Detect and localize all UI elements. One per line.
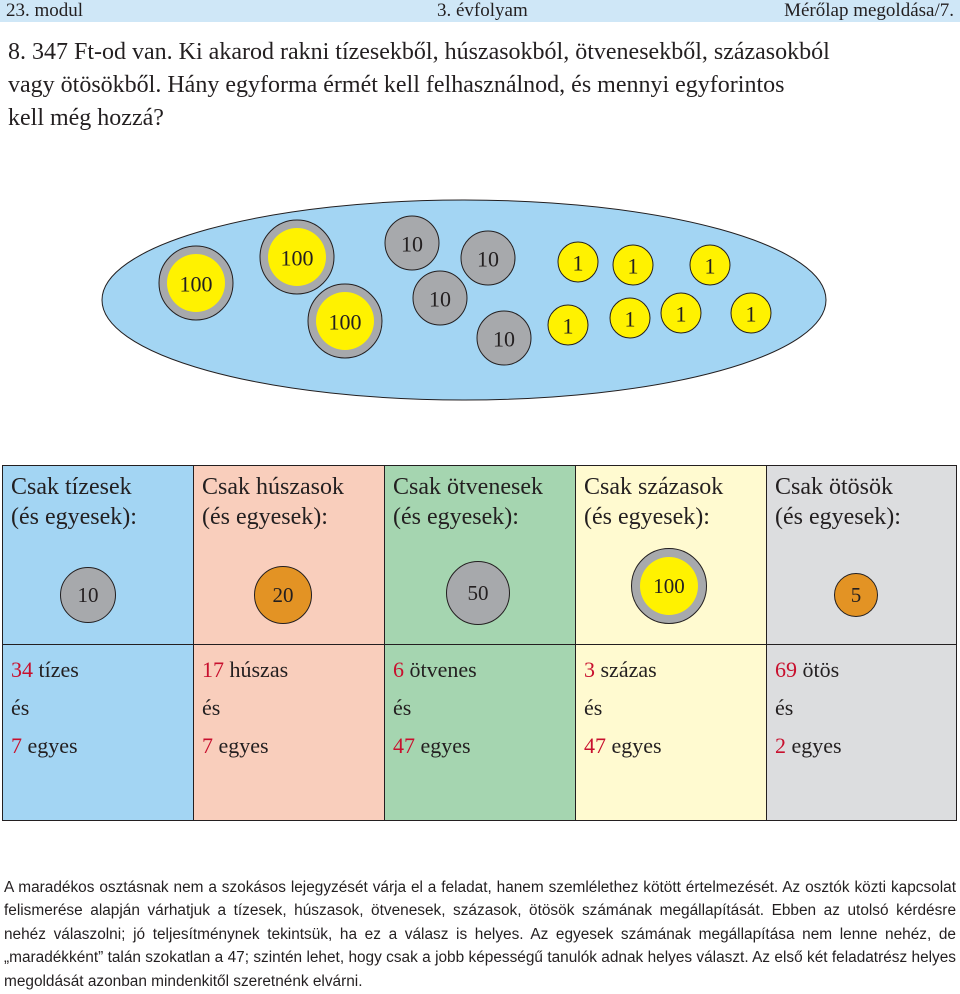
column-title: Csak húszasok (202, 474, 344, 500)
svg-text:100: 100 (329, 310, 362, 335)
result-and: és (393, 695, 412, 720)
coin-1: 1 (612, 244, 654, 286)
coin-5-icon: 5 (834, 573, 878, 617)
coin-1: 1 (547, 304, 589, 346)
result-and: és (584, 695, 603, 720)
page-label: Mérőlap megoldása/7. (784, 0, 954, 21)
result-ones-line: 47 egyes (393, 727, 477, 765)
result-ones-line: 2 egyes (775, 727, 842, 765)
column-result-tens: 34 tízes és 7 egyes (2, 644, 194, 821)
result-and: és (775, 695, 794, 720)
result-ones-line: 47 egyes (584, 727, 662, 765)
result-unit: ötös (802, 657, 840, 682)
result-count-line: 6 ötvenes (393, 651, 477, 689)
svg-text:10: 10 (429, 287, 451, 312)
result-count: 6 (393, 657, 404, 682)
result-unit: százas (600, 657, 657, 682)
result-ones-unit: egyes (611, 733, 662, 758)
column-subtitle: (és egyesek): (775, 504, 901, 530)
column-head-twenties: Csak húszasok (és egyesek): 20 (193, 465, 385, 645)
result-count: 34 (11, 657, 33, 682)
coin-20-icon: 20 (254, 566, 312, 624)
column-head-hundreds: Csak százasok (és egyesek): 100 (575, 465, 767, 645)
result-unit: tízes (38, 657, 79, 682)
svg-text:1: 1 (563, 314, 574, 339)
coin-10: 10 (476, 310, 532, 366)
coin-100: 100 (307, 283, 383, 359)
column-head-fifties: Csak ötvenesek (és egyesek): 50 (384, 465, 576, 645)
result-and: és (11, 695, 30, 720)
svg-text:1: 1 (625, 307, 636, 332)
task-line-3: kell még hozzá? (8, 105, 164, 131)
coin-100: 100 (158, 245, 234, 321)
column-subtitle: (és egyesek): (393, 504, 519, 530)
result-count: 69 (775, 657, 797, 682)
column-title: Csak tízesek (11, 474, 132, 500)
coin-1: 1 (557, 241, 599, 283)
result-count-line: 3 százas (584, 651, 662, 689)
svg-text:1: 1 (628, 254, 639, 279)
task-text: 8. 347 Ft-od van. Ki akarod rakni tízese… (8, 36, 948, 135)
result-ones-unit: egyes (218, 733, 269, 758)
column-title: Csak százasok (584, 474, 724, 500)
svg-text:1: 1 (746, 302, 757, 327)
svg-text:100: 100 (180, 272, 213, 297)
result-ones: 2 (775, 733, 786, 758)
svg-text:10: 10 (493, 327, 515, 352)
column-result-fifties: 6 ötvenes és 47 egyes (384, 644, 576, 821)
coin-100: 100 (259, 219, 335, 295)
coin-100-icon: 100 (631, 548, 707, 624)
task-line-1: 8. 347 Ft-od van. Ki akarod rakni tízese… (8, 39, 830, 65)
column-head-tens: Csak tízesek (és egyesek): 10 (2, 465, 194, 645)
column-title: Csak ötvenesek (393, 474, 543, 500)
coin-1: 1 (730, 292, 772, 334)
result-ones-unit: egyes (420, 733, 471, 758)
column-result-hundreds: 3 százas és 47 egyes (575, 644, 767, 821)
module-label: 23. modul (6, 0, 84, 21)
result-count-line: 69 ötös (775, 651, 842, 689)
column-subtitle: (és egyesek): (202, 504, 328, 530)
coin-illustration: 100 100 100 10 10 10 10 1 1 1 1 (101, 199, 827, 401)
result-ones: 7 (202, 733, 213, 758)
svg-text:10: 10 (477, 247, 499, 272)
column-subtitle: (és egyesek): (584, 504, 710, 530)
coin-50-icon: 50 (446, 561, 510, 625)
result-unit: ötvenes (409, 657, 477, 682)
column-head-fives: Csak ötösök (és egyesek): 5 (766, 465, 957, 645)
result-count: 3 (584, 657, 595, 682)
coin-10: 10 (460, 230, 516, 286)
column-title: Csak ötösök (775, 474, 894, 500)
column-subtitle: (és egyesek): (11, 504, 137, 530)
result-ones-line: 7 egyes (202, 727, 288, 765)
result-ones-unit: egyes (27, 733, 78, 758)
column-result-twenties: 17 húszas és 7 egyes (193, 644, 385, 821)
svg-text:1: 1 (676, 302, 687, 327)
result-ones-line: 7 egyes (11, 727, 79, 765)
coin-10: 10 (412, 270, 468, 326)
coin-10-icon: 10 (60, 567, 116, 623)
coin-1: 1 (689, 244, 731, 286)
task-line-2: vagy ötösökből. Hány egyforma érmét kell… (8, 72, 785, 98)
result-ones: 7 (11, 733, 22, 758)
coin-100-inner: 100 (640, 557, 698, 615)
result-ones: 47 (584, 733, 606, 758)
result-and: és (202, 695, 221, 720)
svg-text:10: 10 (401, 232, 423, 257)
page-header: 23. modul 3. évfolyam Mérőlap megoldása/… (0, 0, 960, 22)
grade-label: 3. évfolyam (437, 0, 528, 21)
svg-text:1: 1 (705, 254, 716, 279)
result-count-line: 17 húszas (202, 651, 288, 689)
result-ones-unit: egyes (791, 733, 842, 758)
coin-1: 1 (660, 292, 702, 334)
column-result-fives: 69 ötös és 2 egyes (766, 644, 957, 821)
result-unit: húszas (229, 657, 289, 682)
teacher-note: A maradékos osztásnak nem a szokásos lej… (4, 879, 956, 990)
coin-10: 10 (384, 215, 440, 271)
svg-text:100: 100 (281, 246, 314, 271)
result-ones: 47 (393, 733, 415, 758)
result-count: 17 (202, 657, 224, 682)
svg-text:1: 1 (573, 251, 584, 276)
coin-1: 1 (609, 297, 651, 339)
result-count-line: 34 tízes (11, 651, 79, 689)
